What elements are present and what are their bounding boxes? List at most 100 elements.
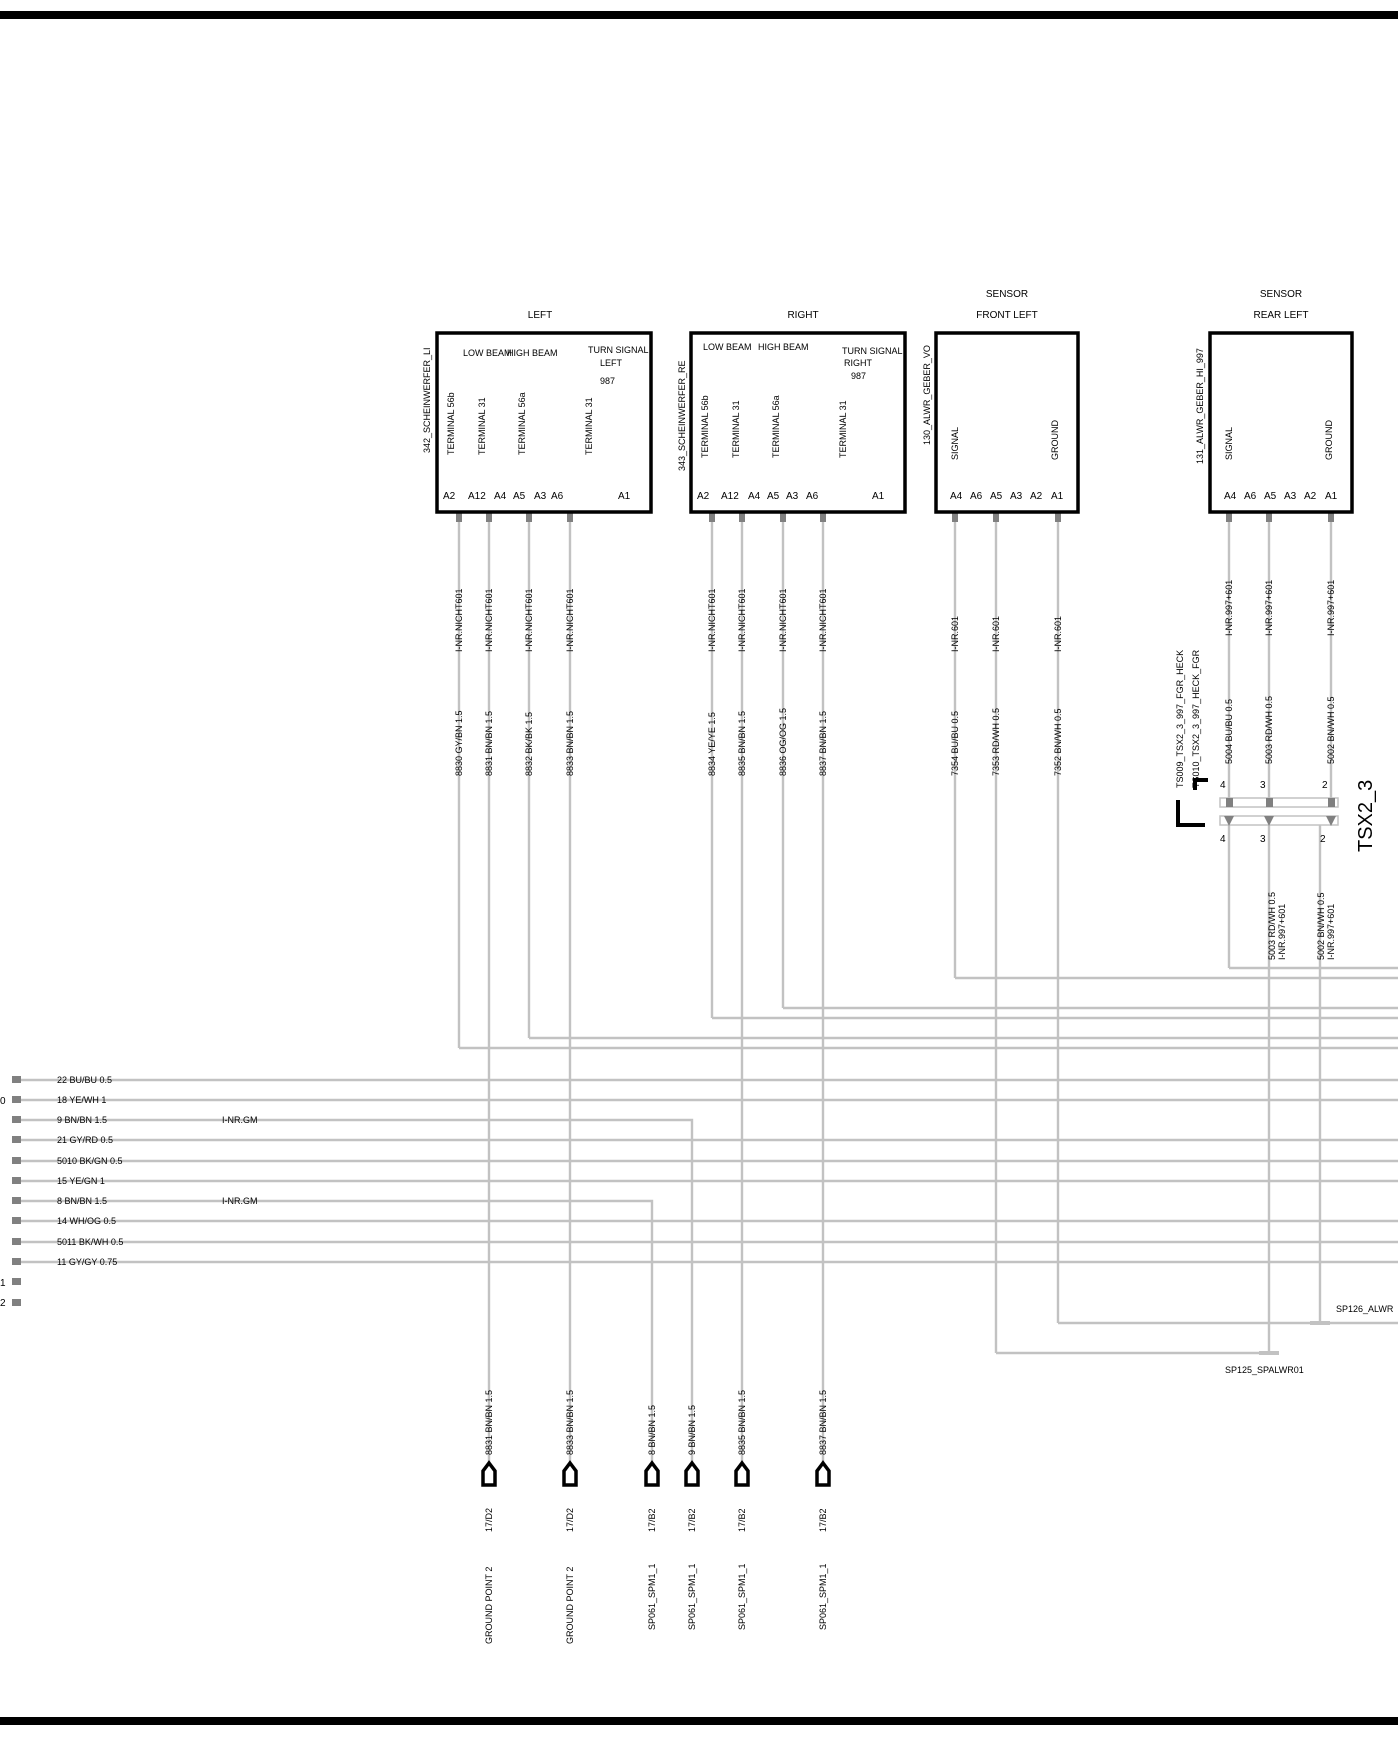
left-pin-a4: A4 (494, 491, 507, 502)
component-left-headlamp: LEFT 342_SCHEINWERFER_LI LOW BEAM HIGH B… (422, 310, 653, 514)
sensor-rl-pin-a3: A3 (1284, 491, 1297, 502)
sensor-rl-header-2: REAR LEFT (1253, 310, 1308, 321)
right-fn-31a: TERMINAL 31 (731, 400, 741, 458)
left-note-low-beam: LOW BEAM (463, 348, 512, 358)
right-fn-56a: TERMINAL 56a (771, 395, 781, 458)
harness-wire-label: 21 GY/RD 0.5 (57, 1135, 113, 1145)
sensor-fl-designator: 130_ALWR_GEBER_VO (922, 345, 932, 445)
connector-label-1: TS009_TSX2_3_997_FGR_HECK (1175, 650, 1185, 788)
ground-name: SP061_SPM1_1 (737, 1563, 747, 1630)
right-pin-a1: A1 (872, 491, 885, 502)
ground-ref: 17/B2 (737, 1508, 747, 1532)
sensor-fl-pin-a1: A1 (1051, 491, 1064, 502)
wire-nr-8832: I-NR.NICHT601 (524, 588, 534, 652)
harness-wire-label: 22 BU/BU 0.5 (57, 1075, 112, 1085)
harness-wire-label: 14 WH/OG 0.5 (57, 1216, 116, 1226)
component-right-headlamp: RIGHT 343_SCHEINWERFER_RE LOW BEAM HIGH … (677, 310, 907, 514)
sensor-rl-pin-a2: A2 (1304, 491, 1317, 502)
sensor-fl-pin-a6: A6 (970, 491, 983, 502)
left-note-turn-signal: TURN SIGNAL (588, 345, 649, 355)
harness-stub-1: 1 (0, 1278, 6, 1289)
ground-name: SP061_SPM1_1 (647, 1563, 657, 1630)
sensor-fl-pin-a5: A5 (990, 491, 1003, 502)
left-designator: 342_SCHEINWERFER_LI (422, 347, 432, 453)
drop-wire-labels: I-NR.NICHT601 8830 GY/BN 1.5 I-NR.NICHT6… (454, 580, 1336, 776)
wire-spec-8836: 8836 OG/OG 1.5 (778, 708, 788, 776)
harness-wire-nr: I-NR.GM (222, 1196, 258, 1206)
ground-ref: 17/B2 (687, 1508, 697, 1532)
top-frame-bar (0, 11, 1398, 19)
sensor-rl-designator: 131_ALWR_GEBER_HI_997 (1195, 348, 1205, 464)
wire-nr-8837: I-NR.NICHT601 (818, 588, 828, 652)
wire-nr-7354: I-NR.601 (950, 616, 960, 652)
wire-nr-5003: I-NR.997+601 (1264, 580, 1274, 636)
left-fn-56b: TERMINAL 56b (446, 392, 456, 455)
right-pin-a12: A12 (721, 491, 739, 502)
harness-wire-label: 11 GY/GY 0.75 (57, 1257, 117, 1267)
pin-stubs (456, 512, 1334, 522)
connector-pin-bottom-3: 3 (1260, 834, 1266, 845)
component-sensor-front-left: SENSOR FRONT LEFT 130_ALWR_GEBER_VO SIGN… (922, 289, 1080, 514)
ground-terminal (481, 1460, 497, 1487)
connector-pin-top-4: 4 (1220, 780, 1226, 791)
left-fn-31b: TERMINAL 31 (584, 397, 594, 455)
sensor-fl-header-1: SENSOR (986, 289, 1028, 300)
ground-name: SP061_SPM1_1 (818, 1563, 828, 1630)
ground-wire-label: 8 BN/BN 1.5 (647, 1405, 657, 1455)
harness-stub-0: 0 (0, 1096, 6, 1107)
wire-spec-8833: 8833 BN/BN 1.5 (565, 711, 575, 776)
harness-wire-label: 8 BN/BN 1.5 (57, 1196, 107, 1206)
wire-spec-8830: 8830 GY/BN 1.5 (454, 710, 464, 776)
splice-sp125: SP125_SPALWR01 (1225, 1365, 1304, 1375)
ground-terminals: 8831 BN/BN 1.5 17/D2 GROUND POINT 2 8833… (481, 1390, 831, 1644)
wire-spec-8834: 8834 YE/YE 1.5 (707, 712, 717, 776)
connector-lower-nr-5002: I-NR.997+601 (1326, 904, 1336, 960)
harness-wire-label: 5010 BK/GN 0.5 (57, 1156, 123, 1166)
sensor-fl-header-2: FRONT LEFT (976, 310, 1037, 321)
connector-pin-top-3: 3 (1260, 780, 1266, 791)
harness-wire-label: 5011 BK/WH 0.5 (57, 1237, 123, 1247)
sensor-fl-fn-signal: SIGNAL (950, 427, 960, 460)
component-sensor-rear-left: SENSOR REAR LEFT 131_ALWR_GEBER_HI_997 S… (1195, 289, 1354, 514)
wire-nr-8836: I-NR.NICHT601 (778, 588, 788, 652)
sensor-rl-fn-signal: SIGNAL (1224, 427, 1234, 460)
connector-pin-bottom-4: 4 (1220, 834, 1226, 845)
ground-wire-label: 9 BN/BN 1.5 (687, 1405, 697, 1455)
left-fn-31a: TERMINAL 31 (477, 397, 487, 455)
sensor-fl-pin-a3: A3 (1010, 491, 1023, 502)
left-pin-a1: A1 (618, 491, 631, 502)
harness-wire-nr: I-NR.GM (222, 1115, 258, 1125)
connector-lower-spec-5002: 5002 BN/WH 0.5 (1316, 892, 1326, 960)
ground-wire-label: 8833 BN/BN 1.5 (565, 1390, 575, 1455)
right-note-high-beam: HIGH BEAM (758, 342, 809, 352)
ground-wire-label: 8831 BN/BN 1.5 (484, 1390, 494, 1455)
wire-nr-8831: I-NR.NICHT601 (484, 588, 494, 652)
ground-name: GROUND POINT 2 (565, 1567, 575, 1644)
right-fn-56b: TERMINAL 56b (700, 395, 710, 458)
ground-ref: 17/D2 (484, 1508, 494, 1532)
connector-pin-bottom-2: 2 (1320, 834, 1326, 845)
ground-ref: 17/B2 (818, 1508, 828, 1532)
wire-spec-8837: 8837 BN/BN 1.5 (818, 711, 828, 776)
right-fn-31b: TERMINAL 31 (838, 400, 848, 458)
ground-terminal (644, 1460, 660, 1487)
left-note-high-beam: HIGH BEAM (507, 348, 558, 358)
right-note-right: RIGHT (844, 358, 873, 368)
ground-name: GROUND POINT 2 (484, 1567, 494, 1644)
sensor-rl-pin-a5: A5 (1264, 491, 1277, 502)
wire-spec-5004: 5004 BU/BU 0.5 (1224, 699, 1234, 764)
wire-spec-7352: 7352 BN/WH 0.5 (1053, 708, 1063, 776)
right-pin-a6: A6 (806, 491, 819, 502)
harness-stub-2: 2 (0, 1298, 6, 1309)
connector-tsx2-3: TS009_TSX2_3_997_FGR_HECK TS010_TSX2_3_9… (1175, 649, 1377, 960)
wire-spec-8831: 8831 BN/BN 1.5 (484, 711, 494, 776)
ground-terminal (562, 1460, 578, 1487)
sensor-rl-pin-a6: A6 (1244, 491, 1257, 502)
ground-terminal (815, 1460, 831, 1487)
wire-nr-7353: I-NR.601 (991, 616, 1001, 652)
wire-spec-7354: 7354 BU/BU 0.5 (950, 711, 960, 776)
wire-nr-8834: I-NR.NICHT601 (707, 588, 717, 652)
ground-terminal (734, 1460, 750, 1487)
left-pin-a3: A3 (534, 491, 547, 502)
